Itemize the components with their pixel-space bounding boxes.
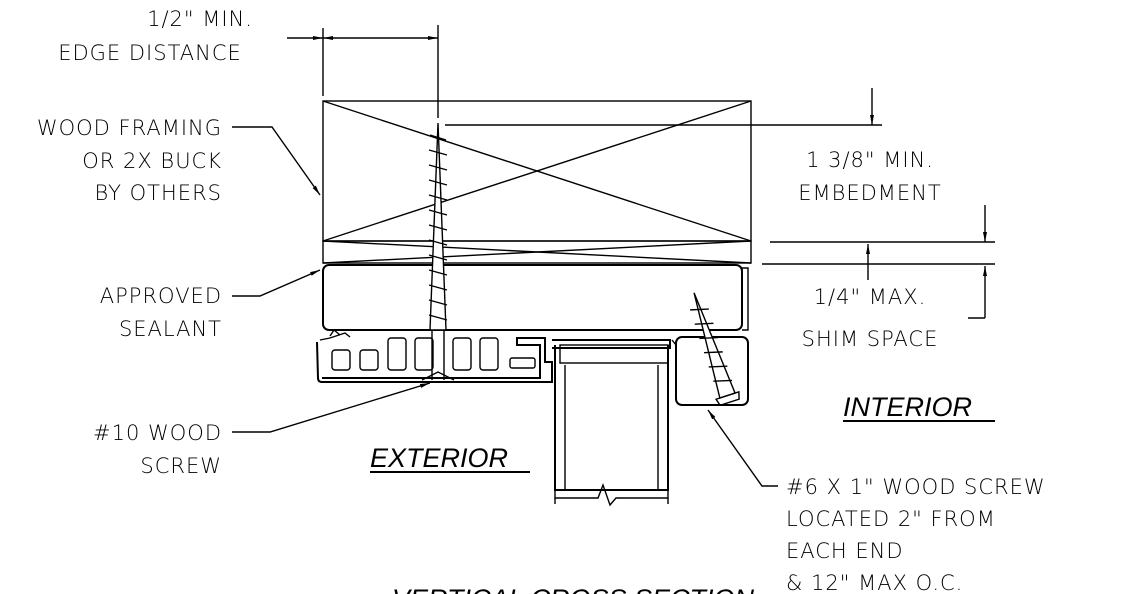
shim-space-dimension [762,263,995,319]
edge-distance-dimension [287,25,439,118]
wood-framing-label-3: BY OTHERS [95,181,222,205]
embedment-label-2: EMBEDMENT [798,181,942,205]
leader-lines [232,126,778,487]
wood-screw-6-label-3: EACH END [786,539,904,563]
wood-screw-6-label-1: #6 X 1" WOOD SCREW [786,475,1046,499]
edge-distance-label-2: EDGE DISTANCE [58,41,242,65]
shim-label-1: 1/4" MAX. [814,285,927,309]
section-title: VERTICAL CROSS SECTION [392,584,755,594]
sealant-label-2: SEALANT [119,317,222,341]
wood-screw-6-label-4: & 12" MAX O.C. [786,571,963,594]
wood-framing-label-1: WOOD FRAMING [37,116,222,140]
edge-distance-label-1: 1/2" MIN. [147,7,253,31]
shim-label-2: SHIM SPACE [802,327,939,351]
shim-space [322,240,752,264]
wood-framing-block [322,100,752,242]
interior-label: INTERIOR [843,392,972,422]
sealant-label-1: APPROVED [100,284,222,308]
glazing-unit [554,339,677,507]
exterior-label: EXTERIOR [370,443,508,473]
wood-screw-6 [690,292,740,407]
window-frame-member [322,264,749,331]
wood-screw-10-label-1: #10 WOOD [93,421,222,445]
wood-screw-6-label-2: LOCATED 2" FROM [786,507,996,531]
embedment-dimension [445,88,995,280]
wood-screw-10-label-2: SCREW [140,454,222,478]
wood-screw-10 [421,122,455,381]
embedment-label-1: 1 3/8" MIN. [806,148,934,172]
wood-framing-label-2: OR 2X BUCK [82,149,222,173]
vinyl-extrusion [316,328,671,383]
